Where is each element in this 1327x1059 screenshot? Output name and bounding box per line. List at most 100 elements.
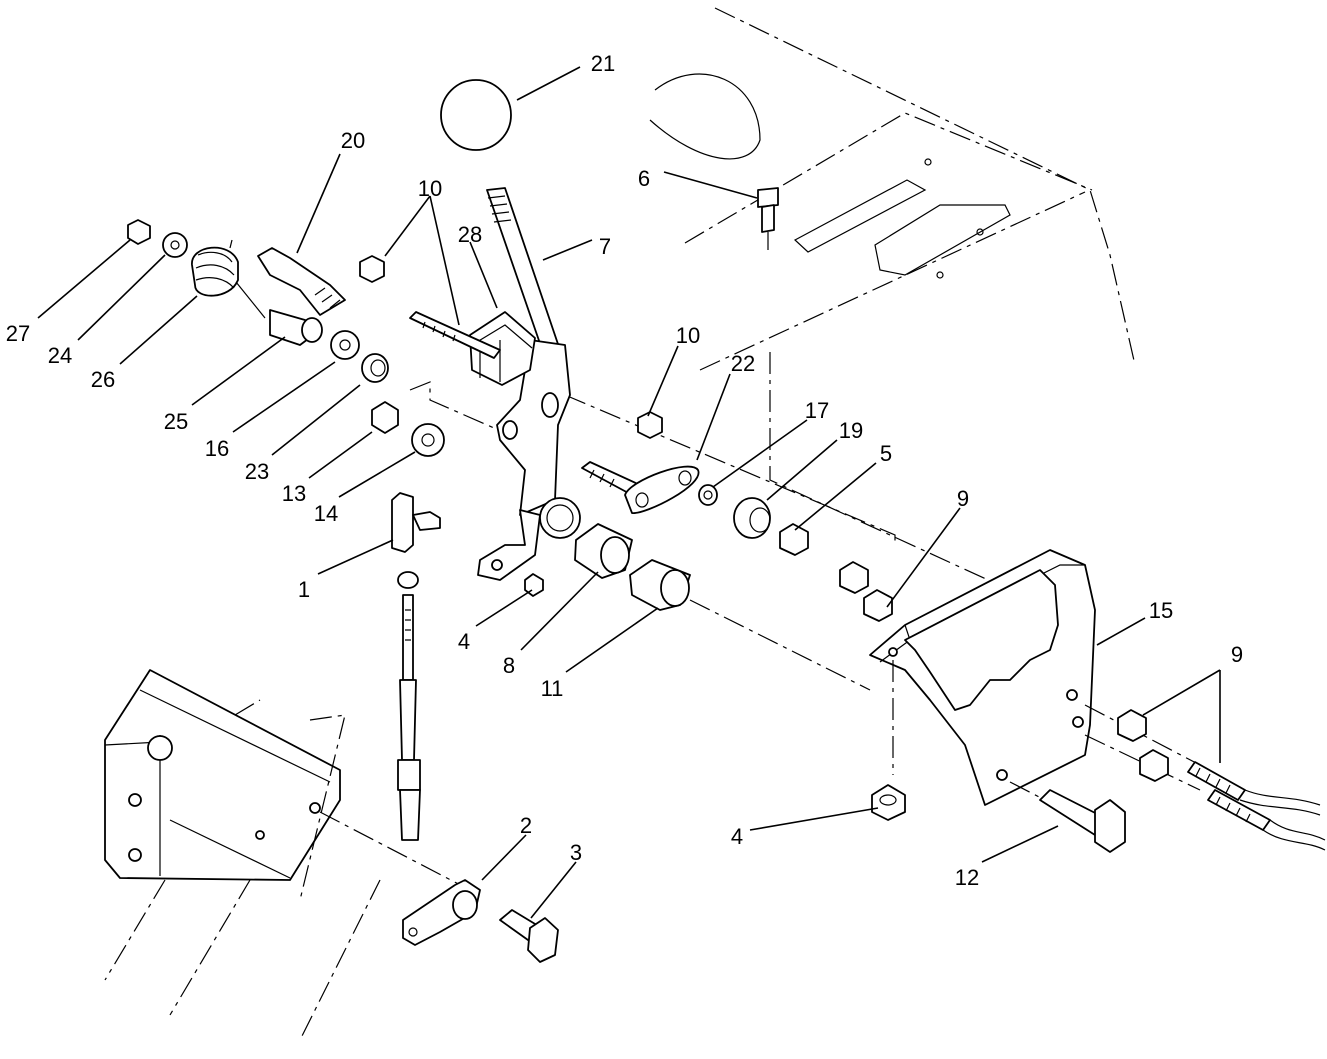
cable-end-lower	[1207, 789, 1326, 851]
control-plate	[869, 549, 1201, 806]
callout-c5: 5	[880, 441, 892, 466]
bolt-12	[1039, 789, 1126, 853]
leader-line	[119, 295, 198, 365]
leader-line	[520, 571, 599, 651]
lever-bracket	[469, 311, 536, 386]
bolt-3	[499, 909, 559, 963]
leader-line	[565, 607, 659, 673]
leader-line	[663, 171, 758, 199]
callout-c13: 13	[282, 481, 306, 506]
nut-9-lower-a	[1117, 709, 1147, 742]
callout-c23: 23	[245, 459, 269, 484]
lock-nut-27	[127, 219, 151, 245]
leader-line	[429, 195, 460, 326]
leader-line	[475, 589, 533, 627]
callout-c21: 21	[591, 51, 615, 76]
leader-line	[1142, 669, 1221, 716]
callout-c7: 7	[599, 234, 611, 259]
lock-nut-4-lower	[871, 784, 906, 821]
callout-c4b: 4	[731, 824, 743, 849]
leader-line	[317, 539, 394, 575]
shift-knob	[440, 79, 512, 151]
callout-c1: 1	[298, 577, 310, 602]
callout-c8: 8	[503, 653, 515, 678]
leader-line	[338, 451, 416, 498]
nut-10-right	[637, 411, 663, 439]
cable-clamp	[402, 879, 481, 946]
callout-c19: 19	[839, 418, 863, 443]
cable-clevis	[391, 492, 441, 589]
callout-c26: 26	[91, 367, 115, 392]
callout-c22: 22	[731, 351, 755, 376]
leader-line	[271, 384, 361, 456]
leader-line	[542, 239, 593, 261]
leader-line	[530, 861, 577, 919]
pivot-boss	[539, 497, 581, 539]
nut-4-small	[524, 573, 544, 597]
callout-c24: 24	[48, 343, 72, 368]
leader-line	[712, 419, 808, 488]
washer-17	[698, 484, 718, 506]
leader-line	[696, 373, 731, 461]
nut-5	[779, 523, 809, 556]
callout-c16: 16	[205, 436, 229, 461]
stud-bolt-upper	[409, 311, 501, 359]
axis-line-main	[689, 599, 871, 691]
leader-line	[481, 834, 527, 881]
leader-line	[77, 254, 166, 341]
callout-c28: 28	[458, 222, 482, 247]
nut-10-upper	[359, 255, 385, 283]
callout-c14: 14	[314, 501, 338, 526]
leader-lines	[37, 66, 1221, 919]
washer-16	[330, 330, 360, 360]
spacer-25	[269, 309, 323, 346]
callout-c15: 15	[1149, 598, 1173, 623]
torsion-spring-26	[191, 239, 266, 319]
leader-line	[647, 345, 679, 417]
nut-9-upper-a	[839, 561, 869, 594]
shift-lever	[477, 187, 571, 581]
cable-end-upper	[1187, 761, 1321, 816]
callout-c25: 25	[164, 409, 188, 434]
leader-line	[384, 195, 431, 257]
control-cable	[397, 594, 421, 841]
callout-c17: 17	[805, 398, 829, 423]
leader-line	[232, 361, 336, 433]
callout-c20: 20	[341, 128, 365, 153]
spacer-19	[733, 497, 771, 539]
callout-c10b: 10	[676, 323, 700, 348]
callout-c11: 11	[541, 676, 564, 701]
callout-c4a: 4	[458, 629, 470, 654]
link-plate-22	[624, 465, 700, 514]
washer-14	[411, 423, 445, 457]
leader-line	[886, 507, 961, 608]
leader-line	[37, 239, 131, 319]
leader-line	[794, 462, 877, 531]
nut-9-lower-b	[1139, 749, 1169, 782]
leader-line	[516, 66, 581, 101]
leader-line	[191, 336, 286, 406]
nut-9-upper-b	[863, 589, 893, 622]
screw-6	[757, 187, 779, 250]
left-mounting-bracket	[104, 669, 471, 1041]
pivot-shaft	[257, 247, 346, 316]
leader-line	[308, 431, 373, 479]
nut-13	[371, 401, 399, 434]
bushing-23	[361, 353, 389, 383]
callout-c9a: 9	[957, 486, 969, 511]
callout-c3: 3	[570, 840, 582, 865]
callout-c2: 2	[520, 813, 532, 838]
leader-line	[981, 825, 1059, 863]
leader-line	[296, 153, 341, 254]
bushing-8	[574, 523, 633, 579]
callout-c12: 12	[955, 865, 979, 890]
leader-line	[469, 241, 498, 309]
callout-c6: 6	[638, 166, 650, 191]
washer-24	[162, 232, 188, 258]
bushing-11	[629, 559, 691, 611]
leader-line	[766, 439, 838, 501]
callout-c27: 27	[6, 321, 30, 346]
